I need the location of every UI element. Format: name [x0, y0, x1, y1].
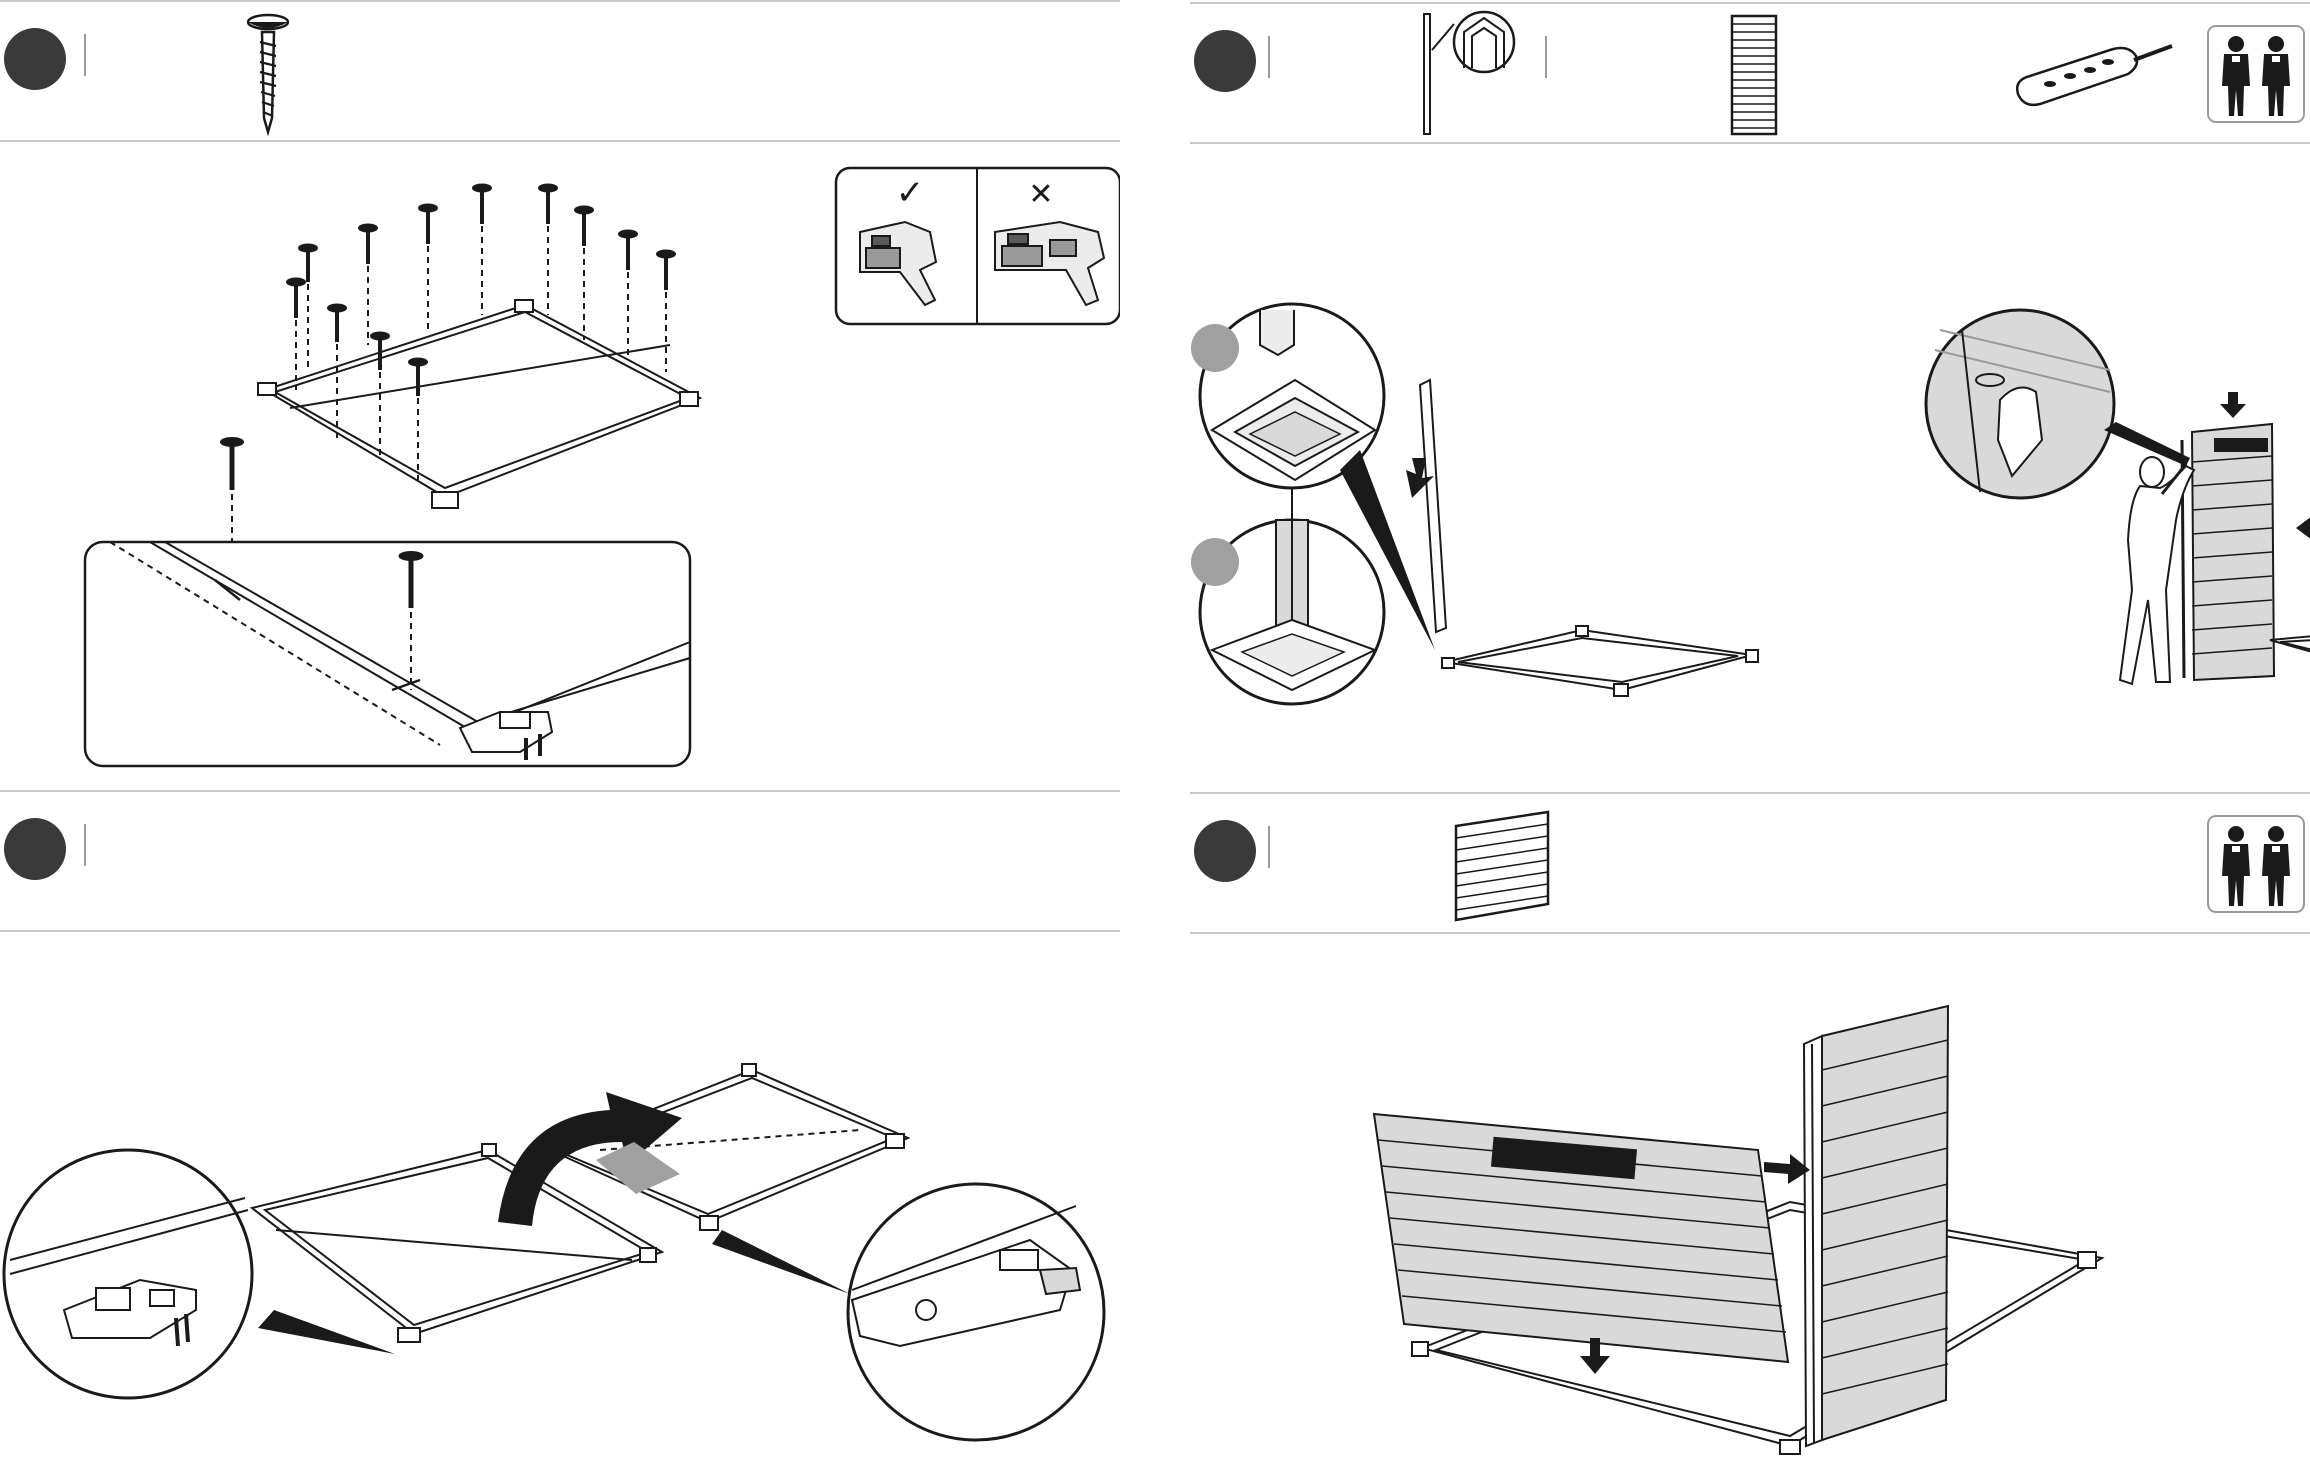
arrow-icon	[2220, 392, 2246, 418]
label-strip	[2214, 438, 2268, 452]
magnifier-callout	[1926, 310, 2114, 498]
wall-panel	[1804, 1006, 1948, 1446]
screw-icon	[359, 225, 377, 346]
screw-icon	[657, 251, 675, 373]
callout-dot	[1191, 324, 1239, 372]
floor-frame	[265, 305, 700, 497]
step-2	[1190, 0, 2310, 790]
corner-post	[1420, 380, 1446, 632]
screw-icon	[473, 185, 491, 316]
arrow-icon	[2296, 516, 2310, 540]
step-3	[0, 790, 1120, 1464]
screw-icon	[619, 231, 637, 361]
step-2-illustration	[1190, 0, 2310, 790]
step-4-illustration	[1190, 790, 2310, 1464]
step-3-illustration	[0, 790, 1120, 1464]
screw-icon	[287, 279, 305, 391]
screw-icon	[419, 205, 437, 331]
arrow-icon	[1764, 1154, 1810, 1184]
step-4	[1190, 790, 2310, 1464]
check-box: ✓ ✕	[836, 168, 1120, 324]
wall-panel	[2182, 424, 2274, 680]
screw-icon	[539, 185, 557, 316]
screw-icon	[299, 245, 317, 371]
step-1-illustration: ✓ ✕	[0, 0, 1120, 790]
magnifier-callout	[848, 1184, 1104, 1440]
floor-frame	[550, 1064, 908, 1230]
correct-mark: ✓	[896, 173, 925, 213]
step-1: ✓ ✕	[0, 0, 1120, 790]
magnifier-callout	[1191, 520, 1384, 704]
screw-icon	[575, 207, 593, 341]
wrong-mark: ✕	[1028, 177, 1053, 212]
magnifier-callout	[4, 1150, 252, 1398]
callout-dot	[1191, 538, 1239, 586]
detail-inset	[85, 542, 690, 766]
